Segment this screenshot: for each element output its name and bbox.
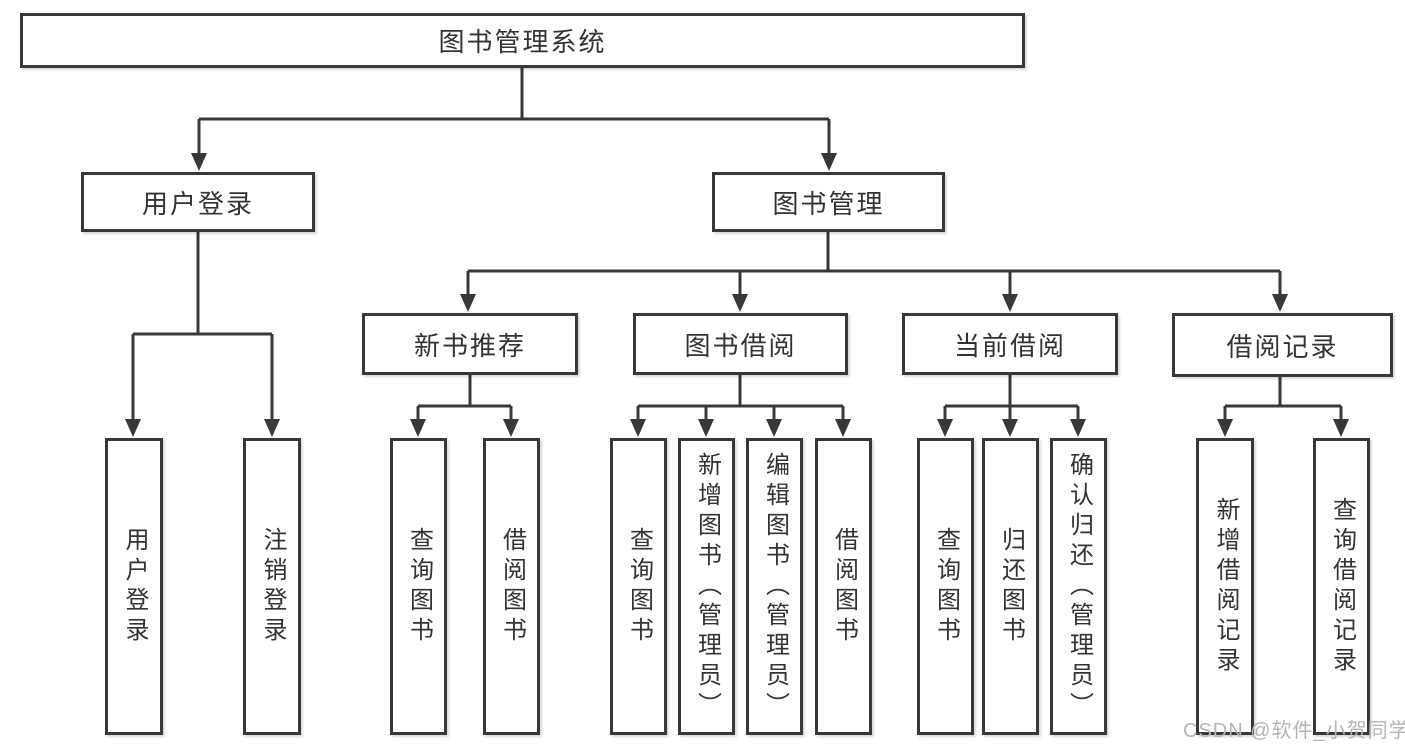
node-book-management: 图书管理 (712, 172, 945, 232)
leaf-search-books-current: 查询图书 (917, 438, 974, 735)
csdn-watermark: CSDN @软件_小贺同学 (1183, 720, 1405, 742)
node-library-system: 图书管理系统 (20, 13, 1025, 68)
leaf-add-book-admin-label: 新增图书（管理员） (693, 451, 721, 722)
node-book-borrowing: 图书借阅 (633, 313, 848, 375)
node-borrowing-records-label: 借阅记录 (1226, 331, 1339, 362)
node-borrowing-records: 借阅记录 (1172, 313, 1393, 377)
leaf-borrow-books-borrowing-label: 借阅图书 (830, 526, 858, 647)
leaf-borrow-books-recommend-label: 借阅图书 (498, 526, 526, 647)
leaf-edit-book-admin-label: 编辑图书（管理员） (761, 451, 789, 722)
leaf-user-login-label: 用户登录 (121, 526, 148, 647)
leaf-confirm-return-admin-label: 确认归还（管理员） (1065, 451, 1093, 722)
leaf-search-books-borrowing: 查询图书 (610, 438, 667, 735)
leaf-confirm-return-admin: 确认归还（管理员） (1050, 438, 1107, 735)
leaf-return-books-label: 归还图书 (997, 526, 1025, 647)
leaf-borrow-books-recommend: 借阅图书 (483, 438, 540, 735)
leaf-add-borrow-record: 新增借阅记录 (1196, 438, 1254, 735)
leaf-search-borrow-record-label: 查询借阅记录 (1328, 496, 1356, 677)
leaf-logout: 注销登录 (243, 438, 301, 735)
node-new-book-recommendation-label: 新书推荐 (413, 330, 526, 361)
leaf-search-borrow-record: 查询借阅记录 (1313, 438, 1370, 735)
leaf-add-borrow-record-label: 新增借阅记录 (1212, 496, 1239, 677)
node-current-borrowing: 当前借阅 (902, 313, 1118, 375)
leaf-search-books-recommend-label: 查询图书 (405, 526, 433, 647)
leaf-search-books-borrowing-label: 查询图书 (625, 526, 653, 647)
node-book-borrowing-label: 图书借阅 (684, 330, 797, 361)
leaf-logout-label: 注销登录 (259, 526, 286, 647)
node-library-system-label: 图书管理系统 (438, 27, 607, 57)
leaf-return-books: 归还图书 (982, 438, 1039, 735)
leaf-edit-book-admin: 编辑图书（管理员） (746, 438, 803, 735)
leaf-user-login: 用户登录 (105, 438, 163, 735)
node-user-login-label: 用户登录 (141, 188, 254, 219)
node-current-borrowing-label: 当前借阅 (953, 330, 1066, 361)
leaf-add-book-admin: 新增图书（管理员） (678, 438, 735, 735)
leaf-search-books-current-label: 查询图书 (932, 526, 960, 647)
leaf-search-books-recommend: 查询图书 (390, 438, 447, 735)
leaf-borrow-books-borrowing: 借阅图书 (815, 438, 872, 735)
node-new-book-recommendation: 新书推荐 (362, 313, 578, 375)
node-user-login: 用户登录 (81, 172, 315, 232)
node-book-management-label: 图书管理 (772, 188, 885, 219)
